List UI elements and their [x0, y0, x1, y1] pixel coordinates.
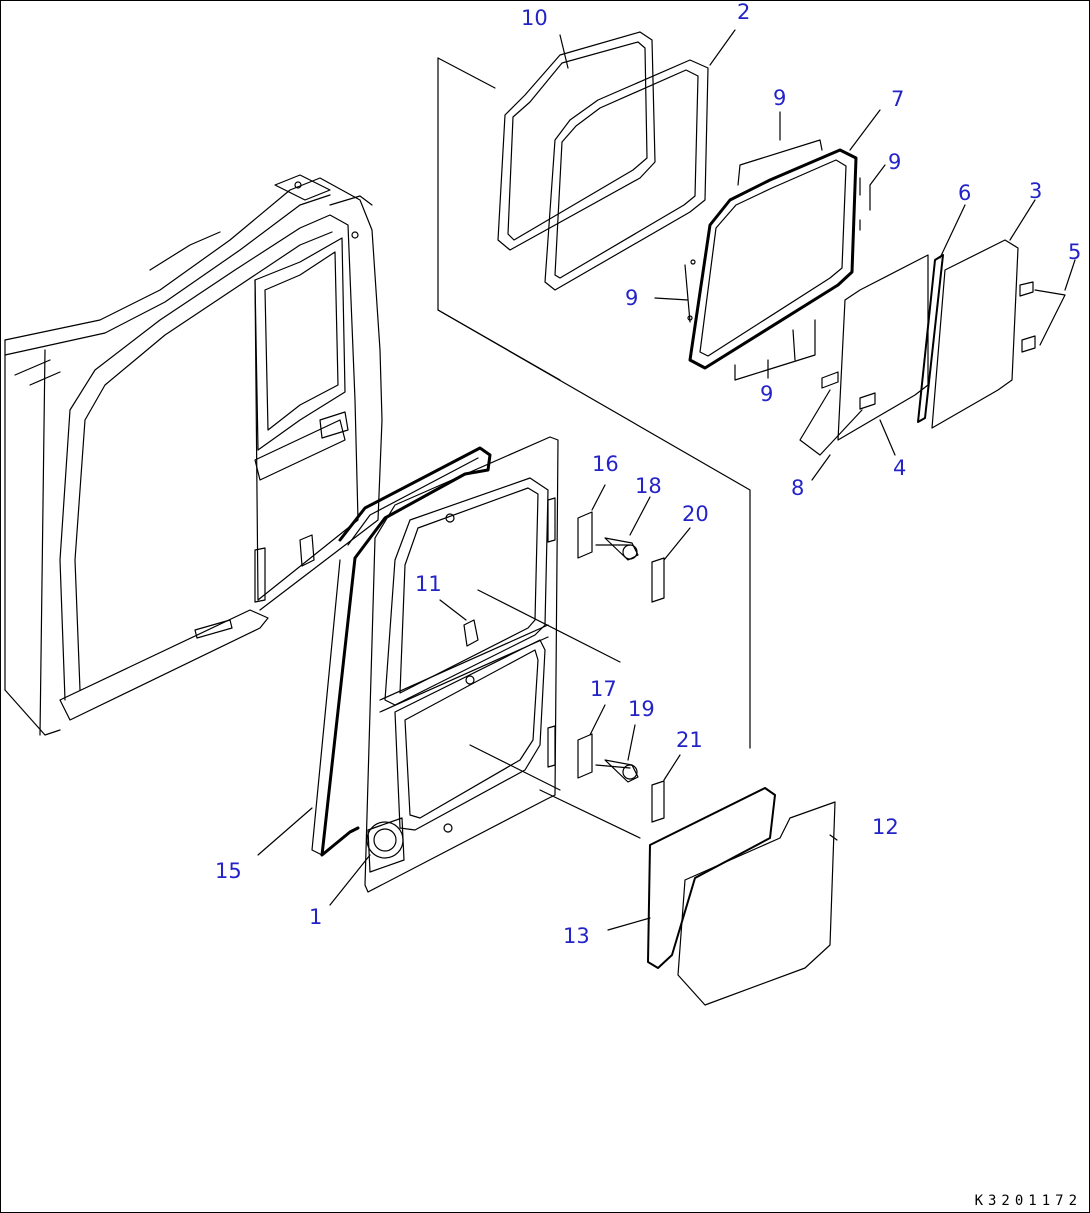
drawing-code: K3201172 [974, 1193, 1082, 1209]
door-assembly [311, 436, 641, 893]
callout-19: 19 [628, 697, 655, 721]
upper-window-assembly [437, 31, 1066, 749]
leader-lines [257, 29, 1076, 931]
callout-13: 13 [563, 924, 590, 948]
hinge-parts [577, 511, 665, 823]
callout-9b: 9 [888, 150, 902, 174]
callout-7: 7 [891, 87, 905, 111]
callout-15: 15 [215, 859, 242, 883]
callout-21: 21 [676, 728, 703, 752]
lower-glass-parts [647, 787, 836, 1006]
callout-1: 1 [309, 905, 323, 929]
callout-8: 8 [791, 476, 805, 500]
callout-9d: 9 [760, 382, 774, 406]
callout-10: 10 [521, 6, 548, 30]
callout-4: 4 [893, 456, 907, 480]
callout-20: 20 [682, 502, 709, 526]
callout-17: 17 [590, 677, 617, 701]
callout-16: 16 [592, 452, 619, 476]
callout-6: 6 [958, 181, 972, 205]
callout-2: 2 [737, 0, 751, 24]
callout-11: 11 [415, 572, 442, 596]
callout-9c: 9 [625, 286, 639, 310]
callout-9a: 9 [773, 86, 787, 110]
callout-5: 5 [1068, 240, 1082, 264]
callout-12: 12 [872, 815, 899, 839]
cab-frame [4, 174, 383, 736]
callout-18: 18 [635, 474, 662, 498]
callout-3: 3 [1029, 179, 1043, 203]
